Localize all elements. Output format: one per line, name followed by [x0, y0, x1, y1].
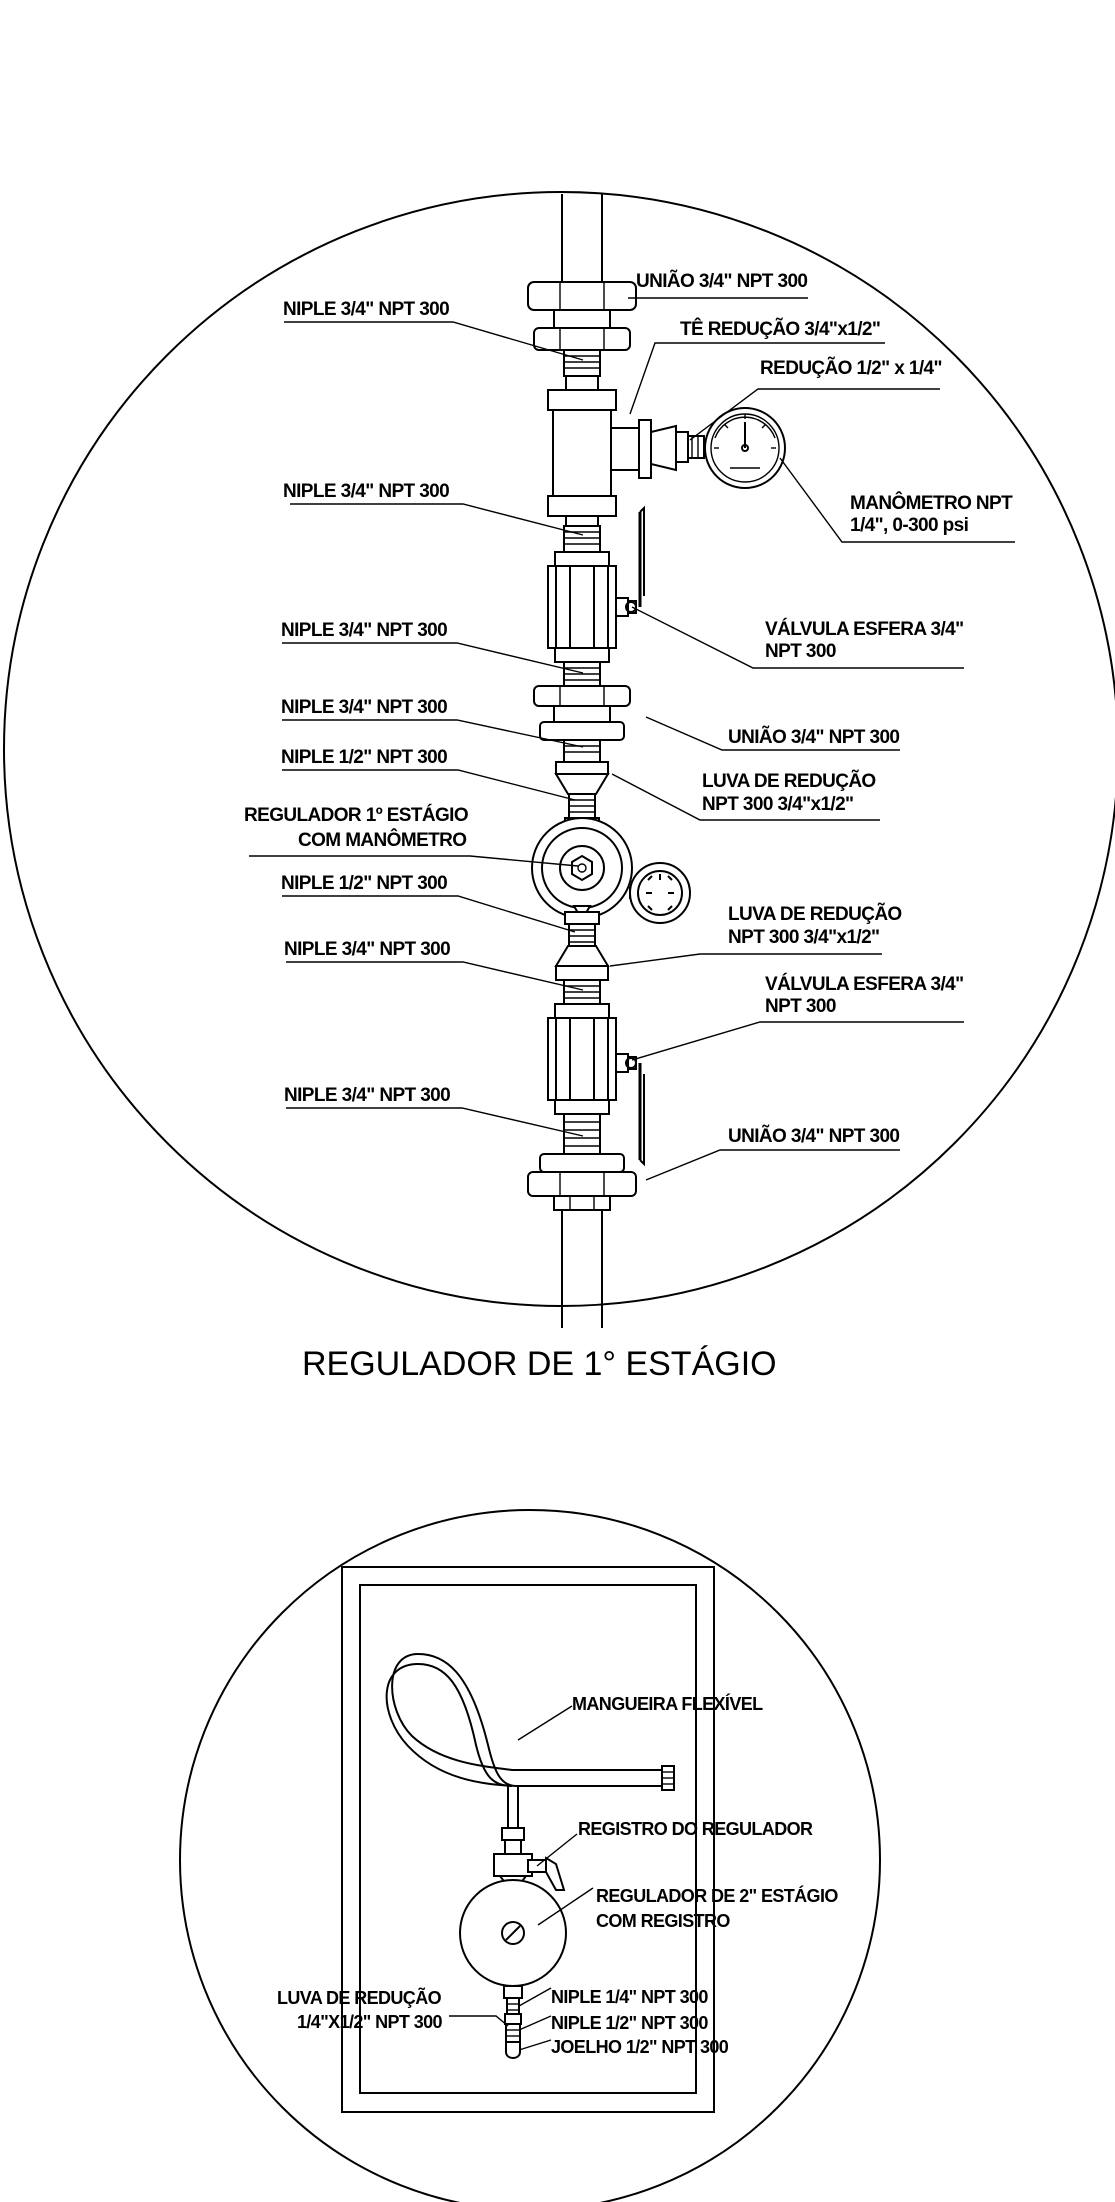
tee-reduction	[547, 389, 652, 517]
label-registro: REGISTRO DO REGULADOR	[578, 1819, 813, 1839]
label-te-reducao: TÊ REDUÇÃO 3/4"x1/2"	[680, 318, 880, 340]
label-valvula-bot-2: NPT 300	[765, 996, 836, 1017]
label-niple-1: NIPLE 3/4" NPT 300	[283, 299, 449, 320]
diagram-second-stage: MANGUEIRA FLEXÍVEL REGISTRO DO REGULADOR…	[179, 1509, 881, 2202]
label-regulador-2-2: COM REGISTRO	[596, 1911, 730, 1931]
label-manometro-2: 1/4", 0-300 psi	[850, 515, 968, 536]
nipple-half-top	[568, 793, 596, 819]
reducing-coupling-bottom	[554, 945, 610, 981]
label-regulador-2: COM MANÔMETRO	[298, 829, 466, 851]
union-bottom-fitting	[527, 1153, 637, 1211]
label-uniao-top: UNIÃO 3/4" NPT 300	[636, 270, 807, 292]
label-valvula-bot-1: VÁLVULA ESFERA 3/4"	[765, 973, 964, 995]
pressure-gauge-top	[704, 407, 786, 489]
outlet-fittings	[504, 1997, 522, 2059]
nipple-3	[563, 661, 601, 687]
flexible-hose	[385, 1652, 675, 1828]
label-niple-12-top: NIPLE 1/2" NPT 300	[281, 747, 447, 768]
label-mangueira: MANGUEIRA FLEXÍVEL	[572, 1693, 763, 1714]
ball-valve-bottom	[547, 1003, 645, 1167]
pipe-top	[561, 194, 603, 286]
label-luva-top-1: LUVA DE REDUÇÃO	[702, 770, 876, 792]
nipple-1	[563, 349, 601, 391]
label-manometro-1: MANÔMETRO NPT	[850, 492, 1013, 514]
label-niple-6: NIPLE 3/4" NPT 300	[284, 1085, 450, 1106]
label-regulador-1: REGULADOR 1º ESTÁGIO	[244, 804, 468, 826]
label-niple-3: NIPLE 3/4" NPT 300	[281, 620, 447, 641]
label-regulador-2-1: REGULADOR DE 2" ESTÁGIO	[596, 1885, 838, 1906]
detail-circle-2	[179, 1509, 881, 2202]
leader-lines-1	[249, 297, 1015, 1181]
reduction-fitting	[650, 424, 705, 472]
label-luva-2-2: 1/4"X1/2" NPT 300	[297, 2012, 443, 2032]
second-stage-regulator	[459, 1879, 567, 1999]
label-niple-12-bot: NIPLE 1/2" NPT 300	[281, 873, 447, 894]
label-niple-12: NIPLE 1/2" NPT 300	[551, 2013, 708, 2033]
leader-lines-2	[449, 1705, 594, 2051]
labels-2: MANGUEIRA FLEXÍVEL REGISTRO DO REGULADOR…	[277, 1693, 839, 2057]
pipe-bottom	[561, 1210, 603, 1328]
diagram-first-stage: UNIÃO 3/4" NPT 300 NIPLE 3/4" NPT 300 TÊ…	[3, 191, 1115, 1328]
label-valvula-top-2: NPT 300	[765, 641, 836, 662]
diagram-title: REGULADOR DE 1° ESTÁGIO	[302, 1345, 777, 1383]
label-uniao-mid: UNIÃO 3/4" NPT 300	[728, 726, 899, 748]
union-top-fitting	[527, 281, 637, 351]
nipple-2	[563, 515, 601, 553]
label-niple-4: NIPLE 3/4" NPT 300	[281, 697, 447, 718]
nipple-half-bottom	[568, 923, 596, 947]
label-niple-14: NIPLE 1/4" NPT 300	[551, 1987, 708, 2007]
label-reducao: REDUÇÃO 1/2" x 1/4"	[760, 357, 942, 379]
label-niple-2: NIPLE 3/4" NPT 300	[283, 481, 449, 502]
label-valvula-top-1: VÁLVULA ESFERA 3/4"	[765, 618, 964, 640]
reducing-coupling-top	[554, 761, 610, 795]
label-niple-5: NIPLE 3/4" NPT 300	[284, 939, 450, 960]
cabinet-inner	[359, 1584, 697, 2094]
label-luva-2-1: LUVA DE REDUÇÃO	[277, 1987, 442, 2008]
nipple-6	[563, 1113, 601, 1155]
nipple-5	[563, 979, 601, 1005]
label-luva-top-2: NPT 300 3/4"x1/2"	[702, 794, 853, 815]
label-uniao-bot: UNIÃO 3/4" NPT 300	[728, 1125, 899, 1147]
union-mid-fitting	[533, 685, 631, 741]
detail-circle-1	[3, 191, 1115, 1307]
labels-1: UNIÃO 3/4" NPT 300 NIPLE 3/4" NPT 300 TÊ…	[244, 270, 1014, 1147]
label-joelho: JOELHO 1/2" NPT 300	[551, 2037, 729, 2057]
first-stage-regulator	[531, 817, 691, 925]
nipple-4	[563, 739, 601, 763]
label-luva-bot-2: NPT 300 3/4"x1/2"	[728, 927, 879, 948]
label-luva-bot-1: LUVA DE REDUÇÃO	[728, 903, 902, 925]
ball-valve-top	[547, 505, 645, 663]
cabinet-outer	[341, 1566, 715, 2113]
